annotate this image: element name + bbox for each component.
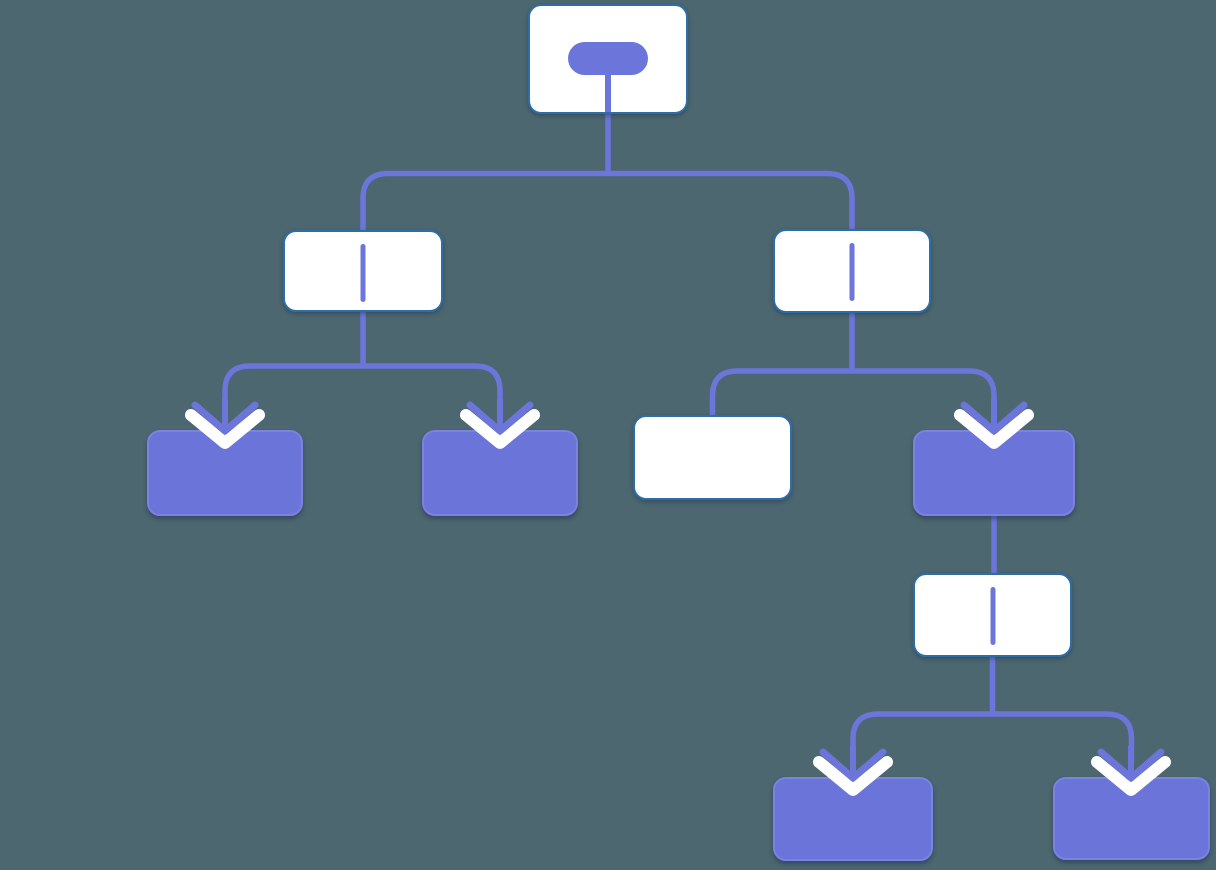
collapse-chevron-icon[interactable] [458,399,542,451]
collapse-chevron-icon[interactable] [1089,746,1173,798]
vertical-bar-icon [849,243,855,301]
pill-stem [605,70,611,112]
collapse-chevron-icon[interactable] [811,746,895,798]
connector-lower-bracket [850,711,1135,762]
node-branch-left[interactable] [283,230,443,312]
vertical-bar-icon [360,244,366,302]
connector-level1-bracket [360,170,855,235]
pill-icon [568,42,648,75]
connector-right-bracket [709,368,997,416]
node-branch-lower[interactable] [913,573,1072,657]
node-root[interactable] [528,4,688,114]
vertical-bar-icon [990,587,995,645]
collapse-chevron-icon[interactable] [183,399,267,451]
connector-left-bracket [222,363,503,414]
node-branch-right[interactable] [773,229,931,313]
collapse-chevron-icon[interactable] [952,399,1036,451]
node-plain[interactable] [633,415,792,500]
